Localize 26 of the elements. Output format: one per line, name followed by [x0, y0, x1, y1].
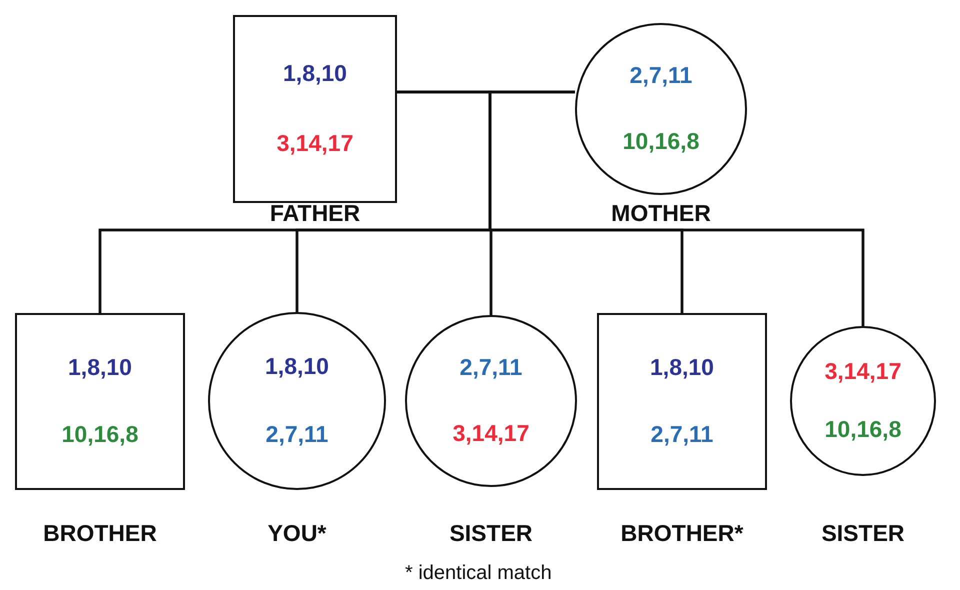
allele-numbers: 2,7,11: [266, 420, 328, 448]
allele-numbers: 2,7,11: [650, 421, 714, 448]
person-label: SISTER: [820, 520, 906, 547]
pedigree-square: [15, 313, 185, 490]
person-label: YOU*: [266, 520, 328, 547]
pedigree-square: [233, 15, 397, 203]
allele-numbers: 1,8,10: [650, 354, 714, 381]
allele-numbers: 2,7,11: [460, 354, 522, 382]
pedigree-square: [597, 313, 767, 490]
allele-numbers: 1,8,10: [68, 354, 132, 381]
allele-numbers: 2,7,11: [630, 62, 692, 90]
footnote: * identical match: [405, 562, 552, 585]
allele-numbers: 3,14,17: [276, 130, 354, 158]
allele-numbers: 10,16,8: [824, 416, 902, 443]
allele-numbers: 10,16,8: [62, 421, 138, 448]
allele-numbers: 3,14,17: [452, 420, 530, 447]
allele-numbers: 1,8,10: [265, 353, 329, 380]
pedigree-line: [488, 90, 864, 326]
person-label: MOTHER: [610, 200, 712, 227]
person-label: BROTHER*: [620, 520, 744, 547]
person-label: FATHER: [268, 200, 362, 227]
allele-numbers: 10,16,8: [622, 128, 700, 155]
allele-numbers: 1,8,10: [283, 60, 347, 87]
person-label: BROTHER: [42, 520, 158, 547]
allele-numbers: 3,14,17: [824, 358, 902, 385]
person-label: SISTER: [448, 520, 534, 547]
